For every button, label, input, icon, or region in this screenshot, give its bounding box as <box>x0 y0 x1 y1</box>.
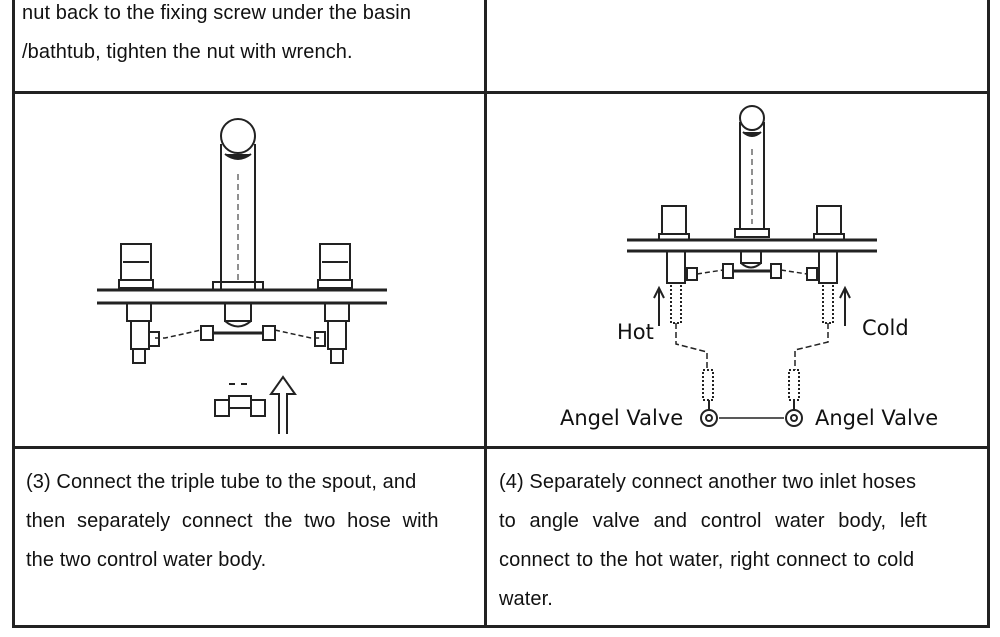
table-row-divider-2 <box>12 446 990 449</box>
step-3-instructions: (3) Connect the triple tube to the spout… <box>26 463 472 580</box>
step-4-instructions: (4) Separately connect another two inlet… <box>499 463 977 619</box>
right-angle-valve-label: Angel Valve <box>815 406 939 430</box>
top-left-text: nut back to the fixing screw under the b… <box>22 0 477 72</box>
step-3-line-1: (3) Connect the triple tube to the spout… <box>26 471 417 493</box>
step-4-line-1: (4) Separately connect another two inlet… <box>499 471 917 493</box>
table-row-divider-1 <box>12 91 990 94</box>
table-border-left <box>12 0 15 628</box>
hot-label: Hot <box>617 320 654 344</box>
table-border-middle <box>484 0 487 628</box>
step-4-line-3: connect to the hot water, right connect … <box>499 549 915 571</box>
table-border-right <box>987 0 990 628</box>
step-4-line-4: water. <box>499 588 553 610</box>
table-border-bottom <box>12 625 990 628</box>
faucet-triple-tube-diagram <box>97 118 387 434</box>
cold-label: Cold <box>862 316 909 340</box>
step-3-line-2: then separately connect the two hose wit… <box>26 510 439 532</box>
top-left-line-2: /bathtub, tighten the nut with wrench. <box>22 41 353 63</box>
top-left-line-1: nut back to the fixing screw under the b… <box>22 2 412 24</box>
angle-valve-hose-diagram <box>627 105 877 427</box>
step-4-line-2: to angle valve and control water body, l… <box>499 510 927 532</box>
step-3-line-3: the two control water body. <box>26 549 267 571</box>
left-angle-valve-label: Angel Valve <box>560 406 684 430</box>
